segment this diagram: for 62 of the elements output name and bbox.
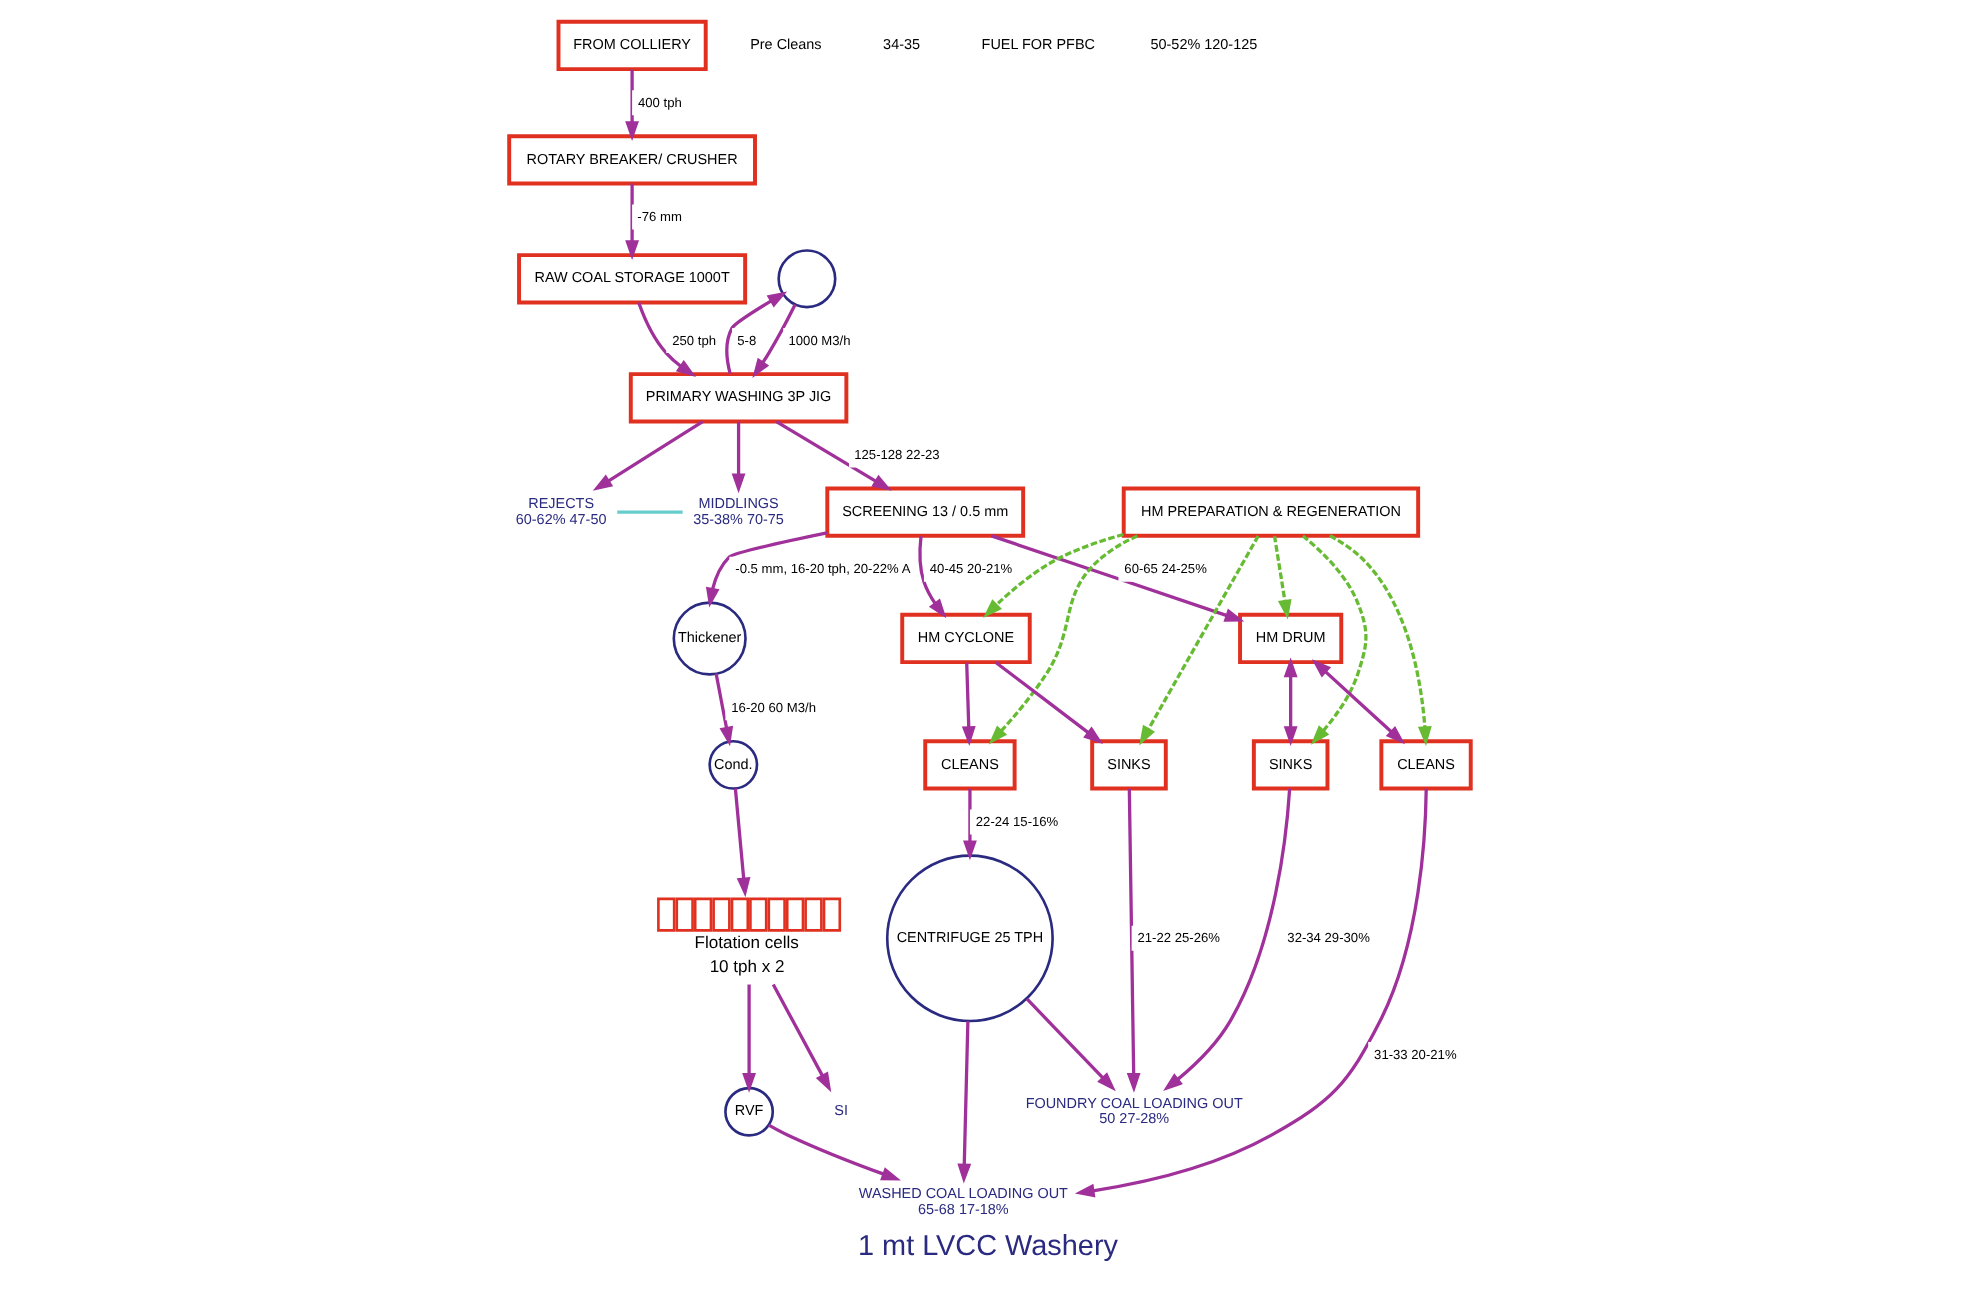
label: 34-35 [883,35,921,54]
arrow [1272,535,1292,620]
arrow [1163,788,1292,1092]
arrow [771,983,832,1093]
arrow [957,1021,972,1184]
arrow [1025,997,1116,1092]
arrow [918,536,947,619]
node-box: SINKS [1251,739,1330,791]
arrow [963,788,977,861]
arrow [775,420,892,491]
arrow [1311,659,1406,745]
arrow [1126,788,1141,1093]
arrow [592,420,704,491]
node-circle [777,249,837,309]
arrow [625,183,640,261]
arrow [725,291,788,374]
node-circle: CENTRIFUGE 25 TPH [885,854,1054,1023]
node-circle: RVF [724,1086,775,1137]
arrow [990,534,1245,622]
arrow [1329,534,1432,747]
arrow [1139,535,1260,746]
node-box: SCREENING 13 / 0.5 mm [825,486,1026,538]
node-label: Flotation cells [694,932,799,953]
label: Pre Cleans [750,35,822,54]
node-text: FOUNDRY COAL LOADING OUT 50 27-28% [1025,1093,1243,1128]
node-box: SINKS [1090,739,1168,791]
node-box: HM CYCLONE [900,612,1032,665]
node-text: REJECTS 60-62% 47-50 [515,493,607,528]
node-box: FROM COLLIERY [556,19,708,72]
connector [617,510,683,514]
node-box: CLEANS [1379,739,1473,791]
arrow [714,673,734,747]
arrow [752,303,797,378]
arrow [625,69,640,141]
node-box: HM DRUM [1238,612,1344,665]
node-box: PRIMARY WASHING 3P JIG [628,372,849,424]
arrow [705,531,828,608]
arrow [994,660,1104,744]
node-text: SI [834,1101,848,1120]
node-circle: Thickener [672,601,747,676]
node-text: WASHED COAL LOADING OUT 65-68 17-18% [858,1184,1068,1219]
arrow [731,421,746,494]
node-text: MIDDLINGS 35-38% 70-75 [693,493,784,528]
node-circle: Cond. [708,739,759,790]
node-box: RAW COAL STORAGE 1000T [517,253,748,305]
arrow [1283,657,1298,746]
diagram-title: 1 mt LVCC Washery [858,1230,1118,1263]
arrow [988,534,1139,745]
arrow [637,301,696,377]
arrow [961,662,976,746]
node-box: CLEANS [923,739,1017,791]
label: FUEL FOR PFBC [981,35,1095,54]
arrow [733,788,751,898]
node-label: 10 tph x 2 [709,955,785,976]
label: 50-52% 120-125 [1150,35,1258,54]
node-box: HM PREPARATION & REGENERATION [1121,486,1421,538]
arrow [1074,788,1428,1198]
arrow [1301,534,1368,745]
arrow [742,984,756,1093]
arrow [768,1123,902,1181]
node-box: ROTARY BREAKER/ CRUSHER [507,134,757,186]
arrow [983,532,1124,619]
